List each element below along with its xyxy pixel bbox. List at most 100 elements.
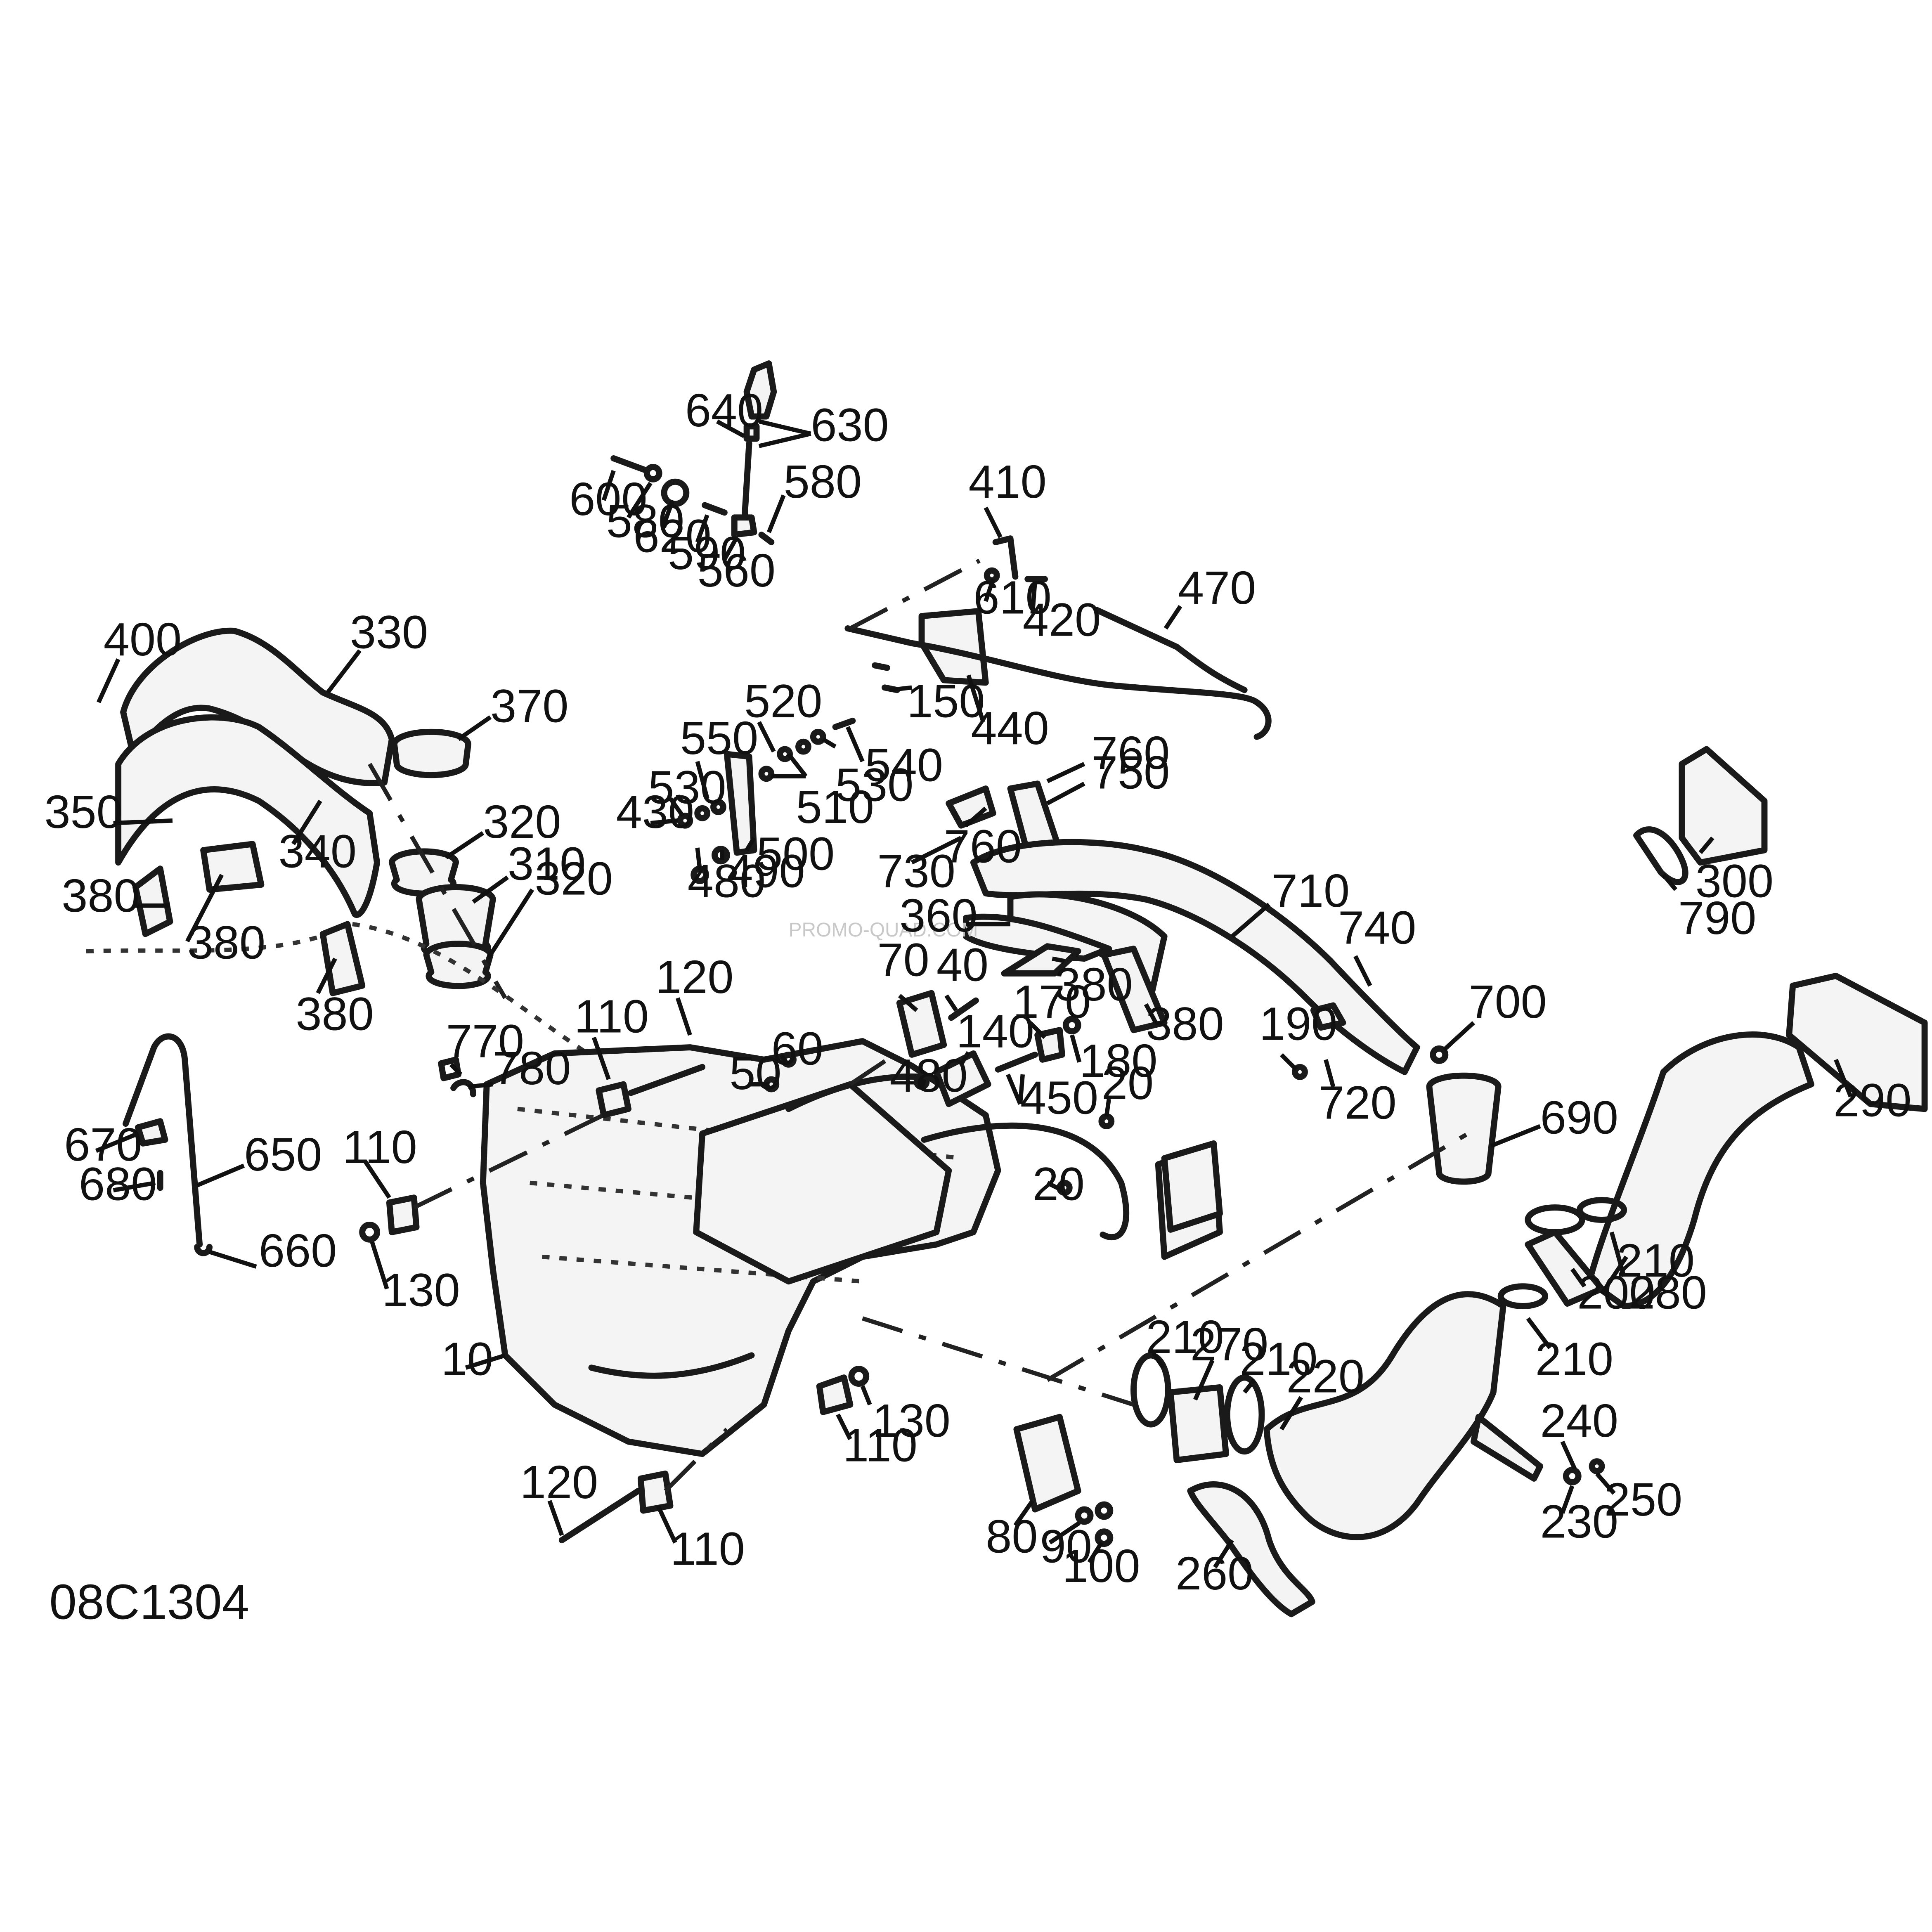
callout-600: 600	[569, 473, 647, 525]
callout-180: 180	[1079, 1035, 1157, 1087]
callout-300: 300	[1696, 855, 1774, 907]
callout-370: 370	[490, 680, 568, 732]
callout-660: 660	[259, 1225, 337, 1277]
callout-450: 450	[1020, 1072, 1098, 1124]
leader-lines	[95, 419, 1853, 1569]
callout-380-a: 380	[61, 870, 140, 922]
callout-40: 40	[936, 939, 988, 991]
callout-380-e: 380	[1146, 998, 1224, 1050]
left-intake-ducts	[86, 627, 617, 1074]
callout-210-c: 210	[1146, 1311, 1224, 1363]
callout-290: 290	[1833, 1074, 1911, 1127]
callout-210-b: 210	[1535, 1333, 1613, 1386]
top-right-intake	[1586, 746, 1928, 1309]
callout-690: 690	[1540, 1092, 1618, 1144]
callout-140: 140	[956, 1005, 1034, 1058]
callout-labels: 640 630 600 580 580 620 590 560 410 610 …	[44, 384, 1911, 1600]
callout-220: 220	[1286, 1350, 1364, 1402]
callout-620: 620	[633, 510, 711, 562]
engine-assembly	[480, 1038, 1223, 1457]
callout-110-right: 110	[843, 1419, 918, 1472]
right-intake-duct	[946, 780, 1502, 1185]
callout-230: 230	[1540, 1496, 1618, 1548]
callout-470: 470	[1178, 562, 1256, 614]
engine-mounts	[359, 1064, 870, 1544]
callout-60: 60	[771, 1022, 823, 1075]
linkage-bracket	[677, 717, 856, 884]
callout-120-bottom: 120	[520, 1456, 598, 1509]
callout-150: 150	[907, 675, 985, 727]
callout-20-bottom: 20	[1033, 1158, 1085, 1211]
callout-540: 540	[865, 739, 943, 792]
callout-760-top: 760	[1092, 727, 1170, 779]
vent-hose	[123, 1033, 213, 1256]
callout-530-right: 530	[835, 759, 913, 811]
callout-720: 720	[1318, 1077, 1396, 1129]
callout-190: 190	[1259, 998, 1337, 1050]
callout-320-bottom: 320	[535, 852, 613, 905]
watermark: PROMO-QUAD.COM	[789, 919, 978, 941]
callout-700: 700	[1469, 976, 1547, 1028]
callout-630: 630	[811, 399, 889, 452]
callout-330: 330	[350, 606, 428, 658]
callout-310: 310	[508, 838, 586, 890]
callout-340: 340	[279, 825, 357, 878]
callout-500: 500	[757, 828, 835, 880]
callout-70: 70	[877, 934, 929, 986]
callout-130-right: 130	[873, 1395, 951, 1447]
callout-90: 90	[1040, 1520, 1092, 1573]
callout-560: 560	[698, 544, 776, 597]
callout-170: 170	[1013, 976, 1091, 1028]
callout-640: 640	[685, 384, 763, 437]
callout-510: 510	[796, 781, 874, 833]
callout-100: 100	[1062, 1540, 1140, 1592]
callout-750: 750	[1092, 747, 1170, 799]
callout-440: 440	[971, 702, 1049, 754]
callout-210-a: 210	[1617, 1234, 1695, 1287]
callout-20-top: 20	[1102, 1057, 1154, 1109]
callout-10: 10	[441, 1333, 493, 1386]
shift-cable-assembly	[844, 535, 1272, 740]
callout-200: 200	[1577, 1266, 1655, 1319]
callout-380-c: 380	[296, 988, 374, 1040]
callout-110-left: 110	[343, 1121, 417, 1173]
callout-420: 420	[1023, 594, 1101, 646]
callout-240: 240	[1540, 1395, 1618, 1447]
callout-430: 430	[616, 786, 694, 838]
callout-410: 410	[968, 456, 1046, 508]
callout-210-d: 210	[1239, 1333, 1317, 1386]
callout-650: 650	[244, 1128, 322, 1181]
callout-760-bottom: 760	[944, 821, 1022, 873]
callout-380-d: 380	[1055, 958, 1133, 1011]
callout-740: 740	[1338, 902, 1416, 954]
callout-580-right: 580	[784, 456, 862, 508]
callout-480-top: 480	[688, 855, 766, 907]
callout-680: 680	[79, 1158, 157, 1211]
shifter-assembly	[610, 360, 777, 546]
callout-610: 610	[973, 572, 1051, 624]
callout-550: 550	[680, 712, 758, 764]
callout-320-top: 320	[483, 796, 561, 848]
callout-80: 80	[986, 1511, 1038, 1563]
callout-280: 280	[1629, 1266, 1707, 1319]
callout-360: 360	[899, 889, 977, 942]
callout-130-left: 130	[382, 1264, 460, 1316]
callout-260: 260	[1175, 1547, 1253, 1600]
diagram-reference-code: 08C1304	[49, 1575, 249, 1630]
callout-380-b: 380	[187, 917, 265, 969]
callout-670: 670	[64, 1119, 142, 1171]
callout-480-mid: 480	[889, 1050, 967, 1102]
callout-520: 520	[744, 675, 822, 727]
callout-580-left: 580	[606, 495, 684, 548]
callout-780: 780	[493, 1042, 571, 1095]
callout-790: 790	[1678, 892, 1756, 944]
callout-110-top: 110	[574, 991, 649, 1043]
callout-400: 400	[104, 613, 182, 666]
callout-110-bottom: 110	[670, 1523, 745, 1575]
callout-50: 50	[729, 1047, 781, 1100]
callout-490: 490	[727, 845, 805, 897]
callout-350: 350	[44, 786, 122, 838]
callout-250: 250	[1604, 1473, 1682, 1526]
lower-ducts	[849, 1058, 1627, 1617]
